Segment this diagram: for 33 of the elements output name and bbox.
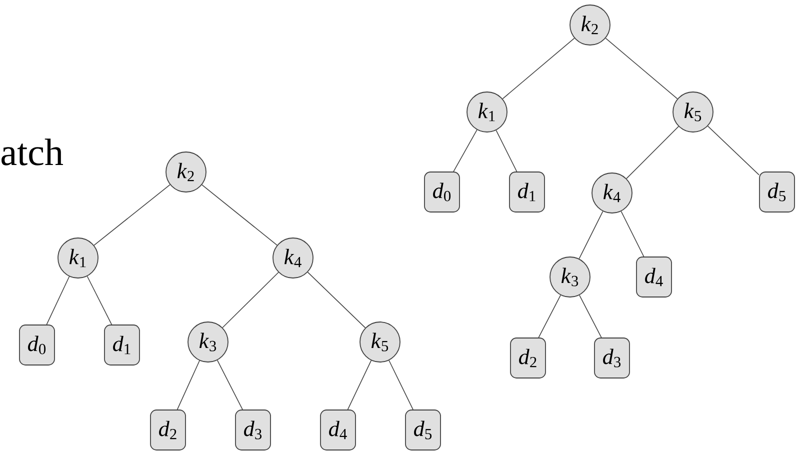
tree-edge [620, 210, 644, 257]
leaf-box: d$_{4}$ [636, 256, 672, 298]
tree-edge [453, 129, 478, 172]
tree-edge [46, 276, 70, 325]
tree-edge [347, 360, 372, 410]
tree-edge [222, 272, 279, 328]
tree-edge [176, 360, 200, 410]
tree-edge [538, 294, 561, 338]
tree-edge [388, 360, 414, 410]
tree-edge [86, 276, 112, 325]
leaf-box: d$_{1}$ [104, 324, 140, 366]
leaf-box: d$_{0}$ [424, 172, 460, 212]
leaf-box: d$_{3}$ [594, 338, 630, 378]
tree-edge [496, 130, 518, 172]
tree-edge [216, 360, 243, 410]
tree-edge [202, 184, 278, 246]
leaf-box: d$_{1}$ [509, 172, 545, 212]
tree-edge [707, 126, 760, 176]
leaf-box: d$_{5}$ [759, 172, 795, 212]
tree-edge [626, 126, 679, 179]
tree-edge [579, 294, 602, 338]
leaf-box: d$_{3}$ [235, 410, 271, 450]
tree-edge [578, 210, 604, 260]
tree-edge [502, 38, 575, 100]
leaf-box: d$_{2}$ [510, 338, 546, 378]
leaf-box: d$_{5}$ [405, 410, 441, 450]
tree-edge [605, 38, 678, 100]
leaf-box: d$_{0}$ [19, 324, 55, 366]
cut-off-word: atch [2, 138, 64, 166]
leaf-box: d$_{2}$ [150, 410, 186, 450]
tree-edge [307, 272, 366, 328]
tree-edge [94, 184, 170, 246]
leaf-box: d$_{4}$ [320, 410, 356, 450]
